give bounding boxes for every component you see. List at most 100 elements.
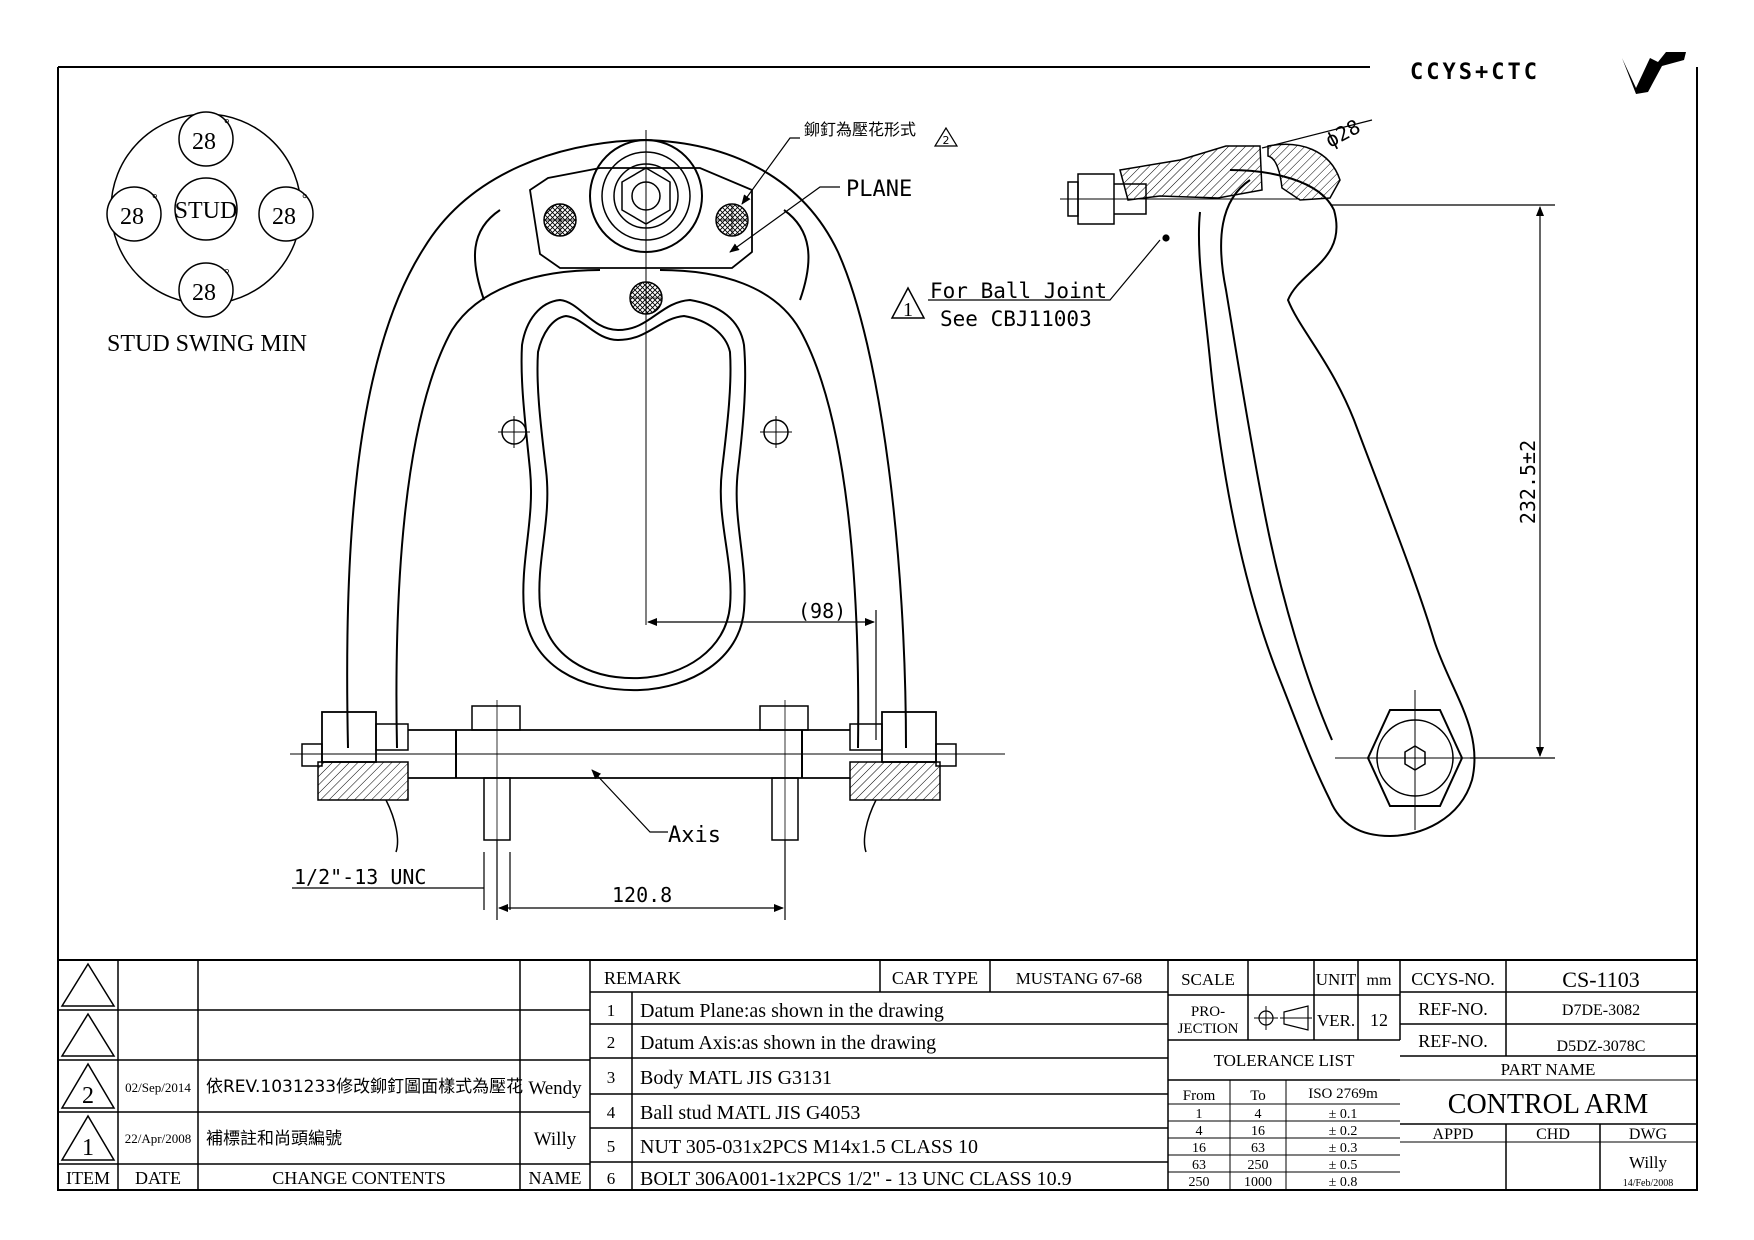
svg-text:CHANGE CONTENTS: CHANGE CONTENTS [272,1168,446,1188]
svg-text:REF-NO.: REF-NO. [1418,999,1488,1019]
svg-text:16: 16 [1251,1124,1265,1139]
svg-text:± 0.3: ± 0.3 [1329,1141,1358,1156]
svg-text:± 0.8: ± 0.8 [1329,1175,1358,1190]
svg-text:CONTROL ARM: CONTROL ARM [1448,1089,1649,1120]
thread-label: 1/2"-13 UNC [294,865,426,889]
svg-text:6: 6 [607,1169,616,1188]
svg-text:1: 1 [903,299,913,321]
title-block-texts: 2 02/Sep/2014 依REV.1031233修改鉚釘圖面樣式為壓花 We… [66,967,1673,1190]
dimensions [292,119,1555,920]
svg-text:02/Sep/2014: 02/Sep/2014 [125,1080,191,1095]
svg-text:Datum Plane:as shown in the dr: Datum Plane:as shown in the drawing [640,1000,944,1022]
svg-text:To: To [1250,1088,1266,1104]
svg-text:補標註和尚頭編號: 補標註和尚頭編號 [206,1129,342,1149]
rivet-note: 鉚釘為壓花形式 [804,120,916,139]
svg-text:ITEM: ITEM [66,1168,110,1188]
svg-text:± 0.2: ± 0.2 [1329,1124,1358,1139]
svg-text:SCALE: SCALE [1181,970,1235,989]
svg-text:1: 1 [1196,1107,1203,1122]
svg-text:D7DE-3082: D7DE-3082 [1562,1002,1640,1019]
svg-text:TOLERANCE LIST: TOLERANCE LIST [1214,1051,1355,1070]
svg-text:12: 12 [1370,1010,1388,1030]
svg-text:JECTION: JECTION [1178,1021,1239,1037]
svg-text:°: ° [224,117,230,132]
dim-232-5: 232.5±2 [1516,440,1540,524]
svg-text:Willy: Willy [534,1129,577,1150]
svg-text:4: 4 [1255,1107,1262,1122]
dim-98: (98) [798,599,846,623]
svg-text:16: 16 [1192,1141,1206,1156]
svg-text:4: 4 [1196,1124,1203,1139]
svg-text:63: 63 [1192,1158,1206,1173]
svg-text:D5DZ-3078C: D5DZ-3078C [1557,1038,1646,1055]
stud-swing-diagram: STUD 28 ° 28 ° 28 ° 28 ° STUD SWING MIN [106,111,314,357]
svg-text:250: 250 [1189,1175,1210,1190]
svg-text:CS-1103: CS-1103 [1562,967,1639,992]
svg-text:NAME: NAME [529,1168,582,1188]
svg-text:APPD: APPD [1433,1126,1474,1143]
svg-text:Willy: Willy [1629,1153,1668,1172]
svg-text:22/Apr/2008: 22/Apr/2008 [125,1131,191,1146]
svg-text:2: 2 [82,1083,94,1109]
svg-text:PRO-: PRO- [1191,1004,1225,1020]
swing-bottom: 28 [192,280,216,306]
svg-text:UNIT: UNIT [1316,970,1357,989]
svg-text:PART NAME: PART NAME [1501,1060,1596,1079]
dim-120-8: 120.8 [612,883,672,907]
svg-text:MUSTANG 67-68: MUSTANG 67-68 [1016,969,1143,988]
svg-text:14/Feb/2008: 14/Feb/2008 [1623,1178,1674,1189]
svg-text:1: 1 [82,1135,94,1161]
title-block-lines [57,959,1698,1191]
logo-text: CCYS+CTC [1410,60,1540,85]
swing-left: 28 [120,204,144,230]
ball-joint-note-2: See CBJ11003 [940,307,1092,331]
svg-text:VER.: VER. [1317,1011,1355,1030]
svg-text:From: From [1183,1088,1216,1104]
svg-text:± 0.5: ± 0.5 [1329,1158,1358,1173]
svg-text:Ball stud MATL JIS G4053: Ball stud MATL JIS G4053 [640,1102,860,1124]
svg-text:2: 2 [943,134,950,147]
svg-text:5: 5 [607,1137,616,1156]
svg-text:°: ° [302,192,308,207]
swing-top: 28 [192,129,216,155]
svg-text:4: 4 [607,1103,616,1122]
side-view [1060,143,1510,838]
svg-text:REF-NO.: REF-NO. [1418,1031,1488,1051]
rev1-flag-triangle [890,286,926,319]
svg-text:REMARK: REMARK [604,968,681,988]
svg-text:250: 250 [1248,1158,1269,1173]
logo-mark [1622,52,1686,94]
svg-text:mm: mm [1367,972,1392,989]
stud-label: STUD [175,198,238,224]
svg-text:CAR TYPE: CAR TYPE [892,968,978,988]
dim-phi28: ϕ28 [1321,114,1364,152]
rev2-flag-triangle [933,126,959,147]
svg-text:± 0.1: ± 0.1 [1329,1107,1358,1122]
ball-joint-note-1: For Ball Joint [930,279,1107,303]
company-logo: CCYS+CTC [1410,52,1686,94]
plane-label: PLANE [846,177,912,202]
svg-text:BOLT 306A001-1x2PCS 1/2" - 13: BOLT 306A001-1x2PCS 1/2" - 13 UNC CLASS … [640,1168,1072,1190]
annotation-texts: 鉚釘為壓花形式 2 PLANE 1 For Ball Joint See CBJ… [294,114,1540,907]
axis-label: Axis [668,823,721,848]
svg-text:°: ° [152,192,158,207]
svg-text:Body MATL JIS G3131: Body MATL JIS G3131 [640,1067,832,1089]
svg-text:2: 2 [607,1033,616,1052]
svg-text:依REV.1031233修改鉚釘圖面樣式為壓花: 依REV.1031233修改鉚釘圖面樣式為壓花 [206,1077,523,1097]
svg-text:CHD: CHD [1536,1126,1570,1143]
svg-text:1: 1 [607,1001,616,1020]
svg-text:3: 3 [607,1068,616,1087]
svg-text:NUT 305-031x2PCS M14x1.5 CLASS: NUT 305-031x2PCS M14x1.5 CLASS 10 [640,1136,978,1158]
svg-text:Wendy: Wendy [528,1078,582,1099]
front-view [290,130,1005,853]
swing-right: 28 [272,204,296,230]
svg-text:CCYS-NO.: CCYS-NO. [1411,969,1495,989]
svg-text:1000: 1000 [1244,1175,1272,1190]
svg-text:°: ° [224,267,230,282]
svg-text:ISO 2769m: ISO 2769m [1308,1086,1378,1102]
svg-text:Datum Axis:as shown in the dra: Datum Axis:as shown in the drawing [640,1032,936,1054]
stud-swing-title: STUD SWING MIN [107,331,307,357]
svg-text:63: 63 [1251,1141,1265,1156]
svg-text:DWG: DWG [1629,1126,1668,1143]
